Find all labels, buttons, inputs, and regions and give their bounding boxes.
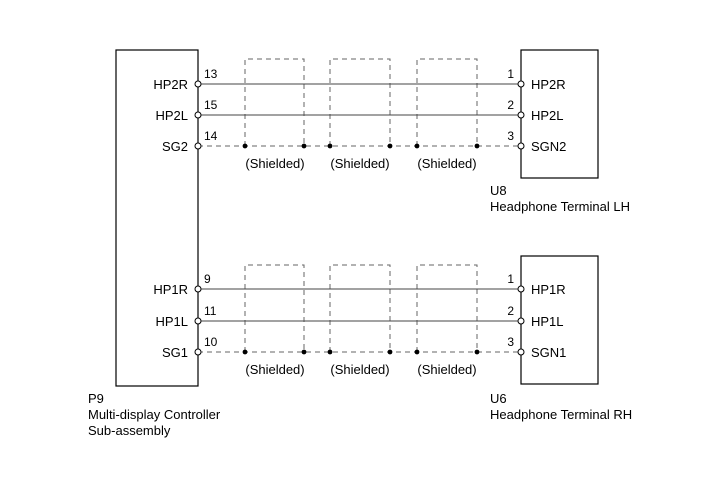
junction-dot bbox=[414, 143, 420, 149]
pin-name: HP1L bbox=[531, 314, 564, 329]
pin-name: SGN1 bbox=[531, 345, 566, 360]
pin-terminal bbox=[194, 80, 202, 88]
shield-label: (Shielded) bbox=[245, 362, 304, 377]
pin-terminal bbox=[517, 317, 525, 325]
junction-dot bbox=[242, 349, 248, 355]
terminal-name: Headphone Terminal LH bbox=[490, 199, 630, 214]
pin-number: 9 bbox=[204, 272, 211, 286]
shield-box bbox=[416, 58, 478, 146]
terminal-code: U6 bbox=[490, 391, 507, 406]
junction-dot bbox=[301, 349, 307, 355]
pin-number: 10 bbox=[204, 335, 218, 349]
junction-dot bbox=[387, 143, 393, 149]
pin-name: HP2L bbox=[531, 108, 564, 123]
junction-dot bbox=[474, 143, 480, 149]
pin-terminal bbox=[194, 142, 202, 150]
pin-terminal bbox=[194, 285, 202, 293]
controller-name: Multi-display Controller bbox=[88, 407, 221, 422]
pin-number: 14 bbox=[204, 129, 218, 143]
pin-name: SG1 bbox=[162, 345, 188, 360]
pin-terminal bbox=[517, 348, 525, 356]
controller-name-line2: Sub-assembly bbox=[88, 423, 171, 438]
pin-terminal bbox=[194, 111, 202, 119]
pin-terminal bbox=[517, 80, 525, 88]
pin-number: 2 bbox=[507, 304, 514, 318]
pin-number: 1 bbox=[507, 67, 514, 81]
pin-terminal bbox=[517, 285, 525, 293]
terminal-name: Headphone Terminal RH bbox=[490, 407, 632, 422]
junction-dot bbox=[474, 349, 480, 355]
pin-number: 1 bbox=[507, 272, 514, 286]
pin-number: 3 bbox=[507, 129, 514, 143]
pin-name: HP1R bbox=[531, 282, 566, 297]
pin-name: HP1R bbox=[153, 282, 188, 297]
pin-name: HP2R bbox=[153, 77, 188, 92]
pin-number: 11 bbox=[204, 304, 217, 318]
pin-name: SG2 bbox=[162, 139, 188, 154]
shield-box bbox=[329, 58, 391, 146]
junction-dot bbox=[301, 143, 307, 149]
pin-terminal bbox=[517, 111, 525, 119]
pin-name: HP2R bbox=[531, 77, 566, 92]
junction-dot bbox=[327, 143, 333, 149]
shield-label: (Shielded) bbox=[417, 362, 476, 377]
controller-code: P9 bbox=[88, 391, 104, 406]
pin-terminal bbox=[194, 348, 202, 356]
pin-number: 2 bbox=[507, 98, 514, 112]
shield-box bbox=[329, 264, 391, 352]
shield-label: (Shielded) bbox=[330, 156, 389, 171]
pin-number: 3 bbox=[507, 335, 514, 349]
shield-label: (Shielded) bbox=[330, 362, 389, 377]
junction-dot bbox=[387, 349, 393, 355]
upper-shield-group bbox=[244, 58, 478, 146]
shield-box bbox=[244, 58, 305, 146]
shield-box bbox=[244, 264, 305, 352]
pin-name: HP1L bbox=[155, 314, 188, 329]
controller-box bbox=[115, 49, 199, 387]
pin-terminal bbox=[517, 142, 525, 150]
pin-number: 15 bbox=[204, 98, 218, 112]
lower-shield-group bbox=[244, 264, 478, 352]
terminal-code: U8 bbox=[490, 183, 507, 198]
pin-name: SGN2 bbox=[531, 139, 566, 154]
pin-name: HP2L bbox=[155, 108, 188, 123]
pin-terminal bbox=[194, 317, 202, 325]
pin-number: 13 bbox=[204, 67, 218, 81]
junction-dot bbox=[414, 349, 420, 355]
shield-label: (Shielded) bbox=[245, 156, 304, 171]
junction-dot bbox=[242, 143, 248, 149]
junction-dot bbox=[327, 349, 333, 355]
shield-box bbox=[416, 264, 478, 352]
shield-label: (Shielded) bbox=[417, 156, 476, 171]
